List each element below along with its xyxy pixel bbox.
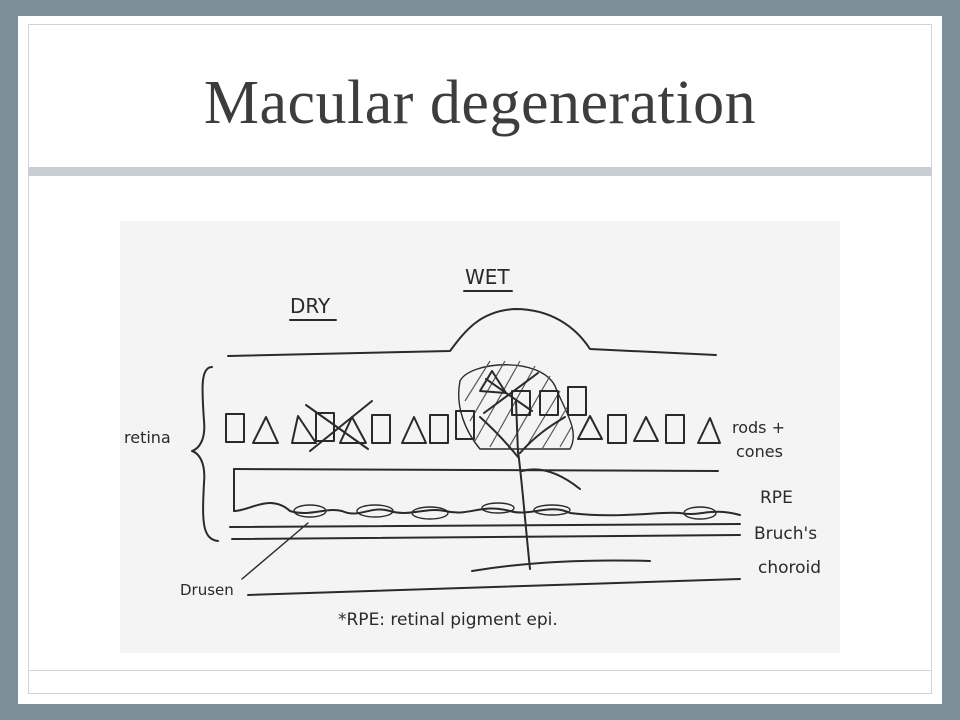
label-choroid: choroid <box>758 558 821 578</box>
rpe-bottom-wavy-line <box>233 502 741 517</box>
label-wet: WET <box>465 265 510 289</box>
footer-divider <box>28 670 932 671</box>
slide: Macular degeneration WET DRY retina <box>18 16 942 704</box>
rpe-top-line <box>233 468 719 472</box>
label-rpe: RPE <box>760 488 793 508</box>
slide-inner-border <box>28 24 932 694</box>
sketch-paper <box>120 221 840 653</box>
label-drusen: Drusen <box>180 581 234 599</box>
drusen-deposits <box>293 502 717 520</box>
neovascular-vessel <box>479 400 581 570</box>
retina-sketch-svg: WET DRY retina <box>120 221 840 653</box>
drusen-pointer-line <box>241 522 309 580</box>
choroid-bottom-line <box>247 578 741 596</box>
retina-brace <box>191 366 219 542</box>
label-rods-cones-1: rods + <box>732 418 785 437</box>
hand-drawn-diagram: WET DRY retina <box>120 221 840 653</box>
title-divider <box>28 167 932 176</box>
label-bruchs: Bruch's <box>754 524 817 544</box>
bruchs-line-bottom <box>231 534 741 540</box>
retina-surface-line <box>227 308 717 357</box>
bruchs-line-top <box>229 523 741 528</box>
label-rods-cones-2: cones <box>736 442 783 461</box>
label-dry: DRY <box>290 294 331 318</box>
footnote-rpe: *RPE: retinal pigment epi. <box>338 610 558 630</box>
choroid-vessel-line <box>471 559 651 572</box>
slide-title: Macular degeneration <box>203 69 757 137</box>
label-retina: retina <box>124 428 171 447</box>
cell-death-marks <box>305 372 539 452</box>
rods-and-cones-row <box>225 370 721 444</box>
